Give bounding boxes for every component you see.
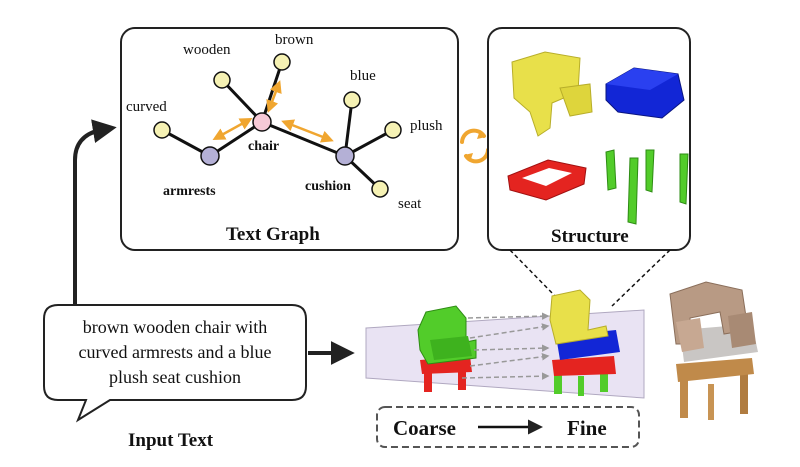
- node-chair: [252, 112, 272, 132]
- label-armrests: armrests: [163, 184, 216, 199]
- label-cushion: cushion: [305, 179, 351, 194]
- structure-title: Structure: [551, 226, 629, 247]
- coarse-label: Coarse: [393, 416, 456, 440]
- input-text-line-1: brown wooden chair with: [83, 317, 267, 337]
- arrow-input-to-graph: [73, 119, 117, 305]
- label-chair: chair: [248, 139, 279, 154]
- input-text-caption: Input Text: [128, 430, 214, 451]
- node-seat: [371, 180, 389, 198]
- node-cushion: [335, 146, 355, 166]
- node-brown: [273, 53, 291, 71]
- input-text-line-3: plush seat cushion: [109, 367, 241, 387]
- zoom-line-right: [611, 249, 671, 307]
- coarse-to-fine-arrows: [461, 312, 550, 380]
- rendered-chair: [669, 281, 758, 420]
- node-armrests: [200, 146, 220, 166]
- orange-attention-arrows: [212, 80, 334, 143]
- label-plush: plush: [410, 118, 443, 134]
- coarse-chair: [417, 305, 477, 392]
- part-green-legs: [605, 149, 689, 225]
- node-blue: [343, 91, 361, 109]
- cycle-icon: [460, 128, 490, 164]
- label-blue: blue: [350, 68, 376, 84]
- node-plush: [384, 121, 402, 139]
- label-wooden: wooden: [183, 42, 231, 58]
- label-brown: brown: [275, 32, 314, 48]
- fine-label: Fine: [567, 416, 607, 440]
- input-speech-bubble: [43, 304, 307, 423]
- node-curved: [153, 121, 171, 139]
- part-red-frame: [507, 159, 587, 201]
- part-yellow-backrest: [511, 51, 593, 137]
- zoom-line-left: [509, 249, 556, 297]
- fine-chair: [549, 289, 620, 396]
- node-wooden: [213, 71, 231, 89]
- text-graph-title: Text Graph: [226, 224, 320, 245]
- label-seat: seat: [398, 196, 422, 212]
- input-text-line-2: curved armrests and a blue: [79, 342, 272, 362]
- label-curved: curved: [126, 99, 167, 115]
